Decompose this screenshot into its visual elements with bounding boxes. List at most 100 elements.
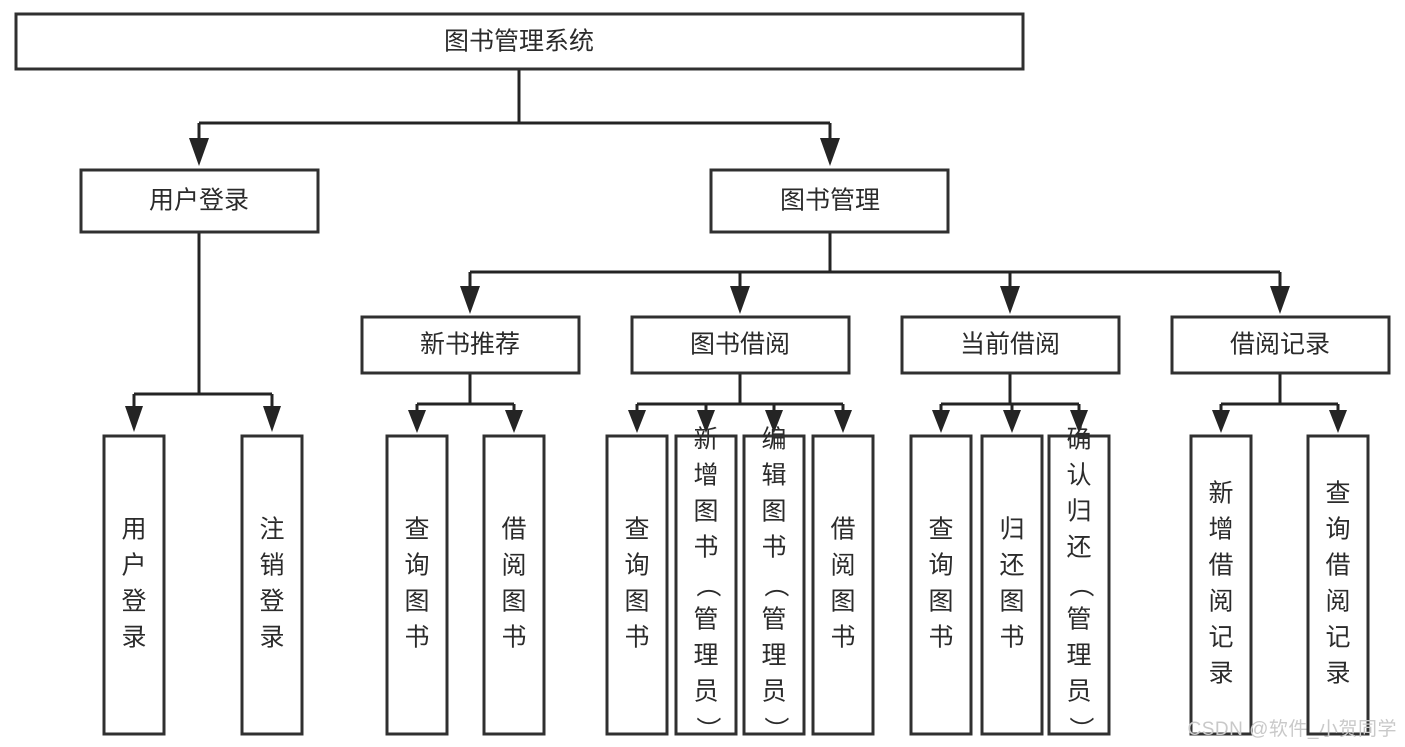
leaf-label-char: 询 bbox=[928, 552, 953, 580]
node-user-login-box[interactable] bbox=[79, 168, 320, 234]
arrow-head-leaf-query-record bbox=[1329, 410, 1347, 433]
node-book-borrow[interactable]: 图书借阅 bbox=[630, 315, 851, 375]
node-root-box[interactable] bbox=[14, 12, 1025, 71]
leaf-label-char: 还 bbox=[999, 552, 1024, 580]
arrow-head-leaf-query-book-b bbox=[628, 410, 646, 433]
leaf-label-char: （ bbox=[1066, 572, 1094, 597]
leaf-label-char: 登 bbox=[259, 588, 284, 616]
node-current-borrow[interactable]: 当前借阅 bbox=[900, 315, 1121, 375]
leaf-label-char: 询 bbox=[404, 552, 429, 580]
node-borrow-record-label: 借阅记录 bbox=[1230, 331, 1330, 359]
leaf-label-char: 书 bbox=[761, 534, 786, 562]
node-borrow-record-box[interactable] bbox=[1170, 315, 1391, 375]
leaf-label-char: 书 bbox=[830, 624, 855, 652]
leaf-label-char: 图 bbox=[830, 588, 855, 616]
leaf-node-box[interactable] bbox=[811, 434, 875, 736]
leaf-label-char: 查 bbox=[404, 516, 429, 544]
leaf-node-box[interactable] bbox=[605, 434, 669, 736]
leaf-node-box[interactable] bbox=[102, 434, 166, 736]
arrow-head-leaf-add-record bbox=[1212, 410, 1230, 433]
leaf-label-char: 录 bbox=[1325, 660, 1350, 688]
leaf-node-box[interactable] bbox=[240, 434, 304, 736]
node-borrow-record[interactable]: 借阅记录 bbox=[1170, 315, 1391, 375]
leaf-node-box[interactable] bbox=[1189, 434, 1253, 736]
node-new-book-recommend-box[interactable] bbox=[360, 315, 581, 375]
leaf-label-char: 借 bbox=[501, 516, 526, 544]
leaf-label-char: 登 bbox=[121, 588, 146, 616]
leaf-node-box[interactable] bbox=[909, 434, 973, 736]
leaf-node-box[interactable] bbox=[482, 434, 546, 736]
leaf-label-char: 员 bbox=[693, 678, 718, 706]
node-book-management-box[interactable] bbox=[709, 168, 950, 234]
leaf-label-char: 图 bbox=[501, 588, 526, 616]
leaf-label-char: 理 bbox=[761, 642, 786, 670]
leaf-label-char: 记 bbox=[1325, 624, 1350, 652]
leaf-label-char: 书 bbox=[928, 624, 953, 652]
node-new-book-recommend[interactable]: 新书推荐 bbox=[360, 315, 581, 375]
leaf-node-label: 用户登录 bbox=[121, 516, 146, 652]
node-root[interactable]: 图书管理系统 bbox=[14, 12, 1025, 71]
leaf-node[interactable]: 用户登录 bbox=[102, 434, 166, 736]
leaf-label-char: 管 bbox=[693, 606, 718, 634]
leaf-label-char: 图 bbox=[761, 498, 786, 526]
leaf-label-char: 阅 bbox=[830, 552, 855, 580]
leaf-node-box[interactable] bbox=[674, 434, 738, 736]
leaf-label-char: 新 bbox=[693, 426, 718, 454]
leaf-node-box[interactable] bbox=[1306, 434, 1370, 736]
leaf-label-char: 认 bbox=[1066, 462, 1091, 490]
node-current-borrow-label: 当前借阅 bbox=[960, 331, 1060, 359]
leaf-label-char: 编 bbox=[761, 426, 786, 454]
leaf-label-char: 图 bbox=[693, 498, 718, 526]
leaf-label-char: 书 bbox=[501, 624, 526, 652]
leaf-label-char: 管 bbox=[761, 606, 786, 634]
node-book-borrow-box[interactable] bbox=[630, 315, 851, 375]
leaf-label-char: 注 bbox=[259, 516, 284, 544]
node-user-login[interactable]: 用户登录 bbox=[79, 168, 320, 234]
leaf-label-char: （ bbox=[761, 572, 789, 597]
node-current-borrow-box[interactable] bbox=[900, 315, 1121, 375]
leaf-label-char: 书 bbox=[624, 624, 649, 652]
arrow-head-leaf-return-book bbox=[1003, 410, 1021, 433]
leaf-label-char: 确 bbox=[1066, 426, 1091, 454]
leaf-node-box[interactable] bbox=[1047, 434, 1111, 736]
leaf-label-char: ） bbox=[1066, 716, 1094, 741]
leaf-label-char: 阅 bbox=[1325, 588, 1350, 616]
leaf-label-char: 图 bbox=[624, 588, 649, 616]
leaf-label-char: （ bbox=[693, 572, 721, 597]
leaf-label-char: 理 bbox=[693, 642, 718, 670]
leaf-label-char: 查 bbox=[624, 516, 649, 544]
node-book-management[interactable]: 图书管理 bbox=[709, 168, 950, 234]
leaf-label-char: 借 bbox=[1325, 552, 1350, 580]
arrow-head-leaf-edit-book bbox=[765, 410, 783, 433]
leaf-label-char: 用 bbox=[121, 516, 146, 544]
arrow-head-leaf-logout bbox=[263, 406, 281, 432]
connector-layer bbox=[125, 69, 1347, 433]
leaf-label-char: 增 bbox=[1208, 516, 1233, 544]
leaf-label-char: 询 bbox=[1325, 516, 1350, 544]
leaf-node-box[interactable] bbox=[742, 434, 806, 736]
leaf-node-box[interactable] bbox=[385, 434, 449, 736]
node-book-borrow-label: 图书借阅 bbox=[690, 331, 790, 359]
leaf-node-box[interactable] bbox=[980, 434, 1044, 736]
leaf-label-char: 录 bbox=[259, 624, 284, 652]
leaf-label-char: 管 bbox=[1066, 606, 1091, 634]
